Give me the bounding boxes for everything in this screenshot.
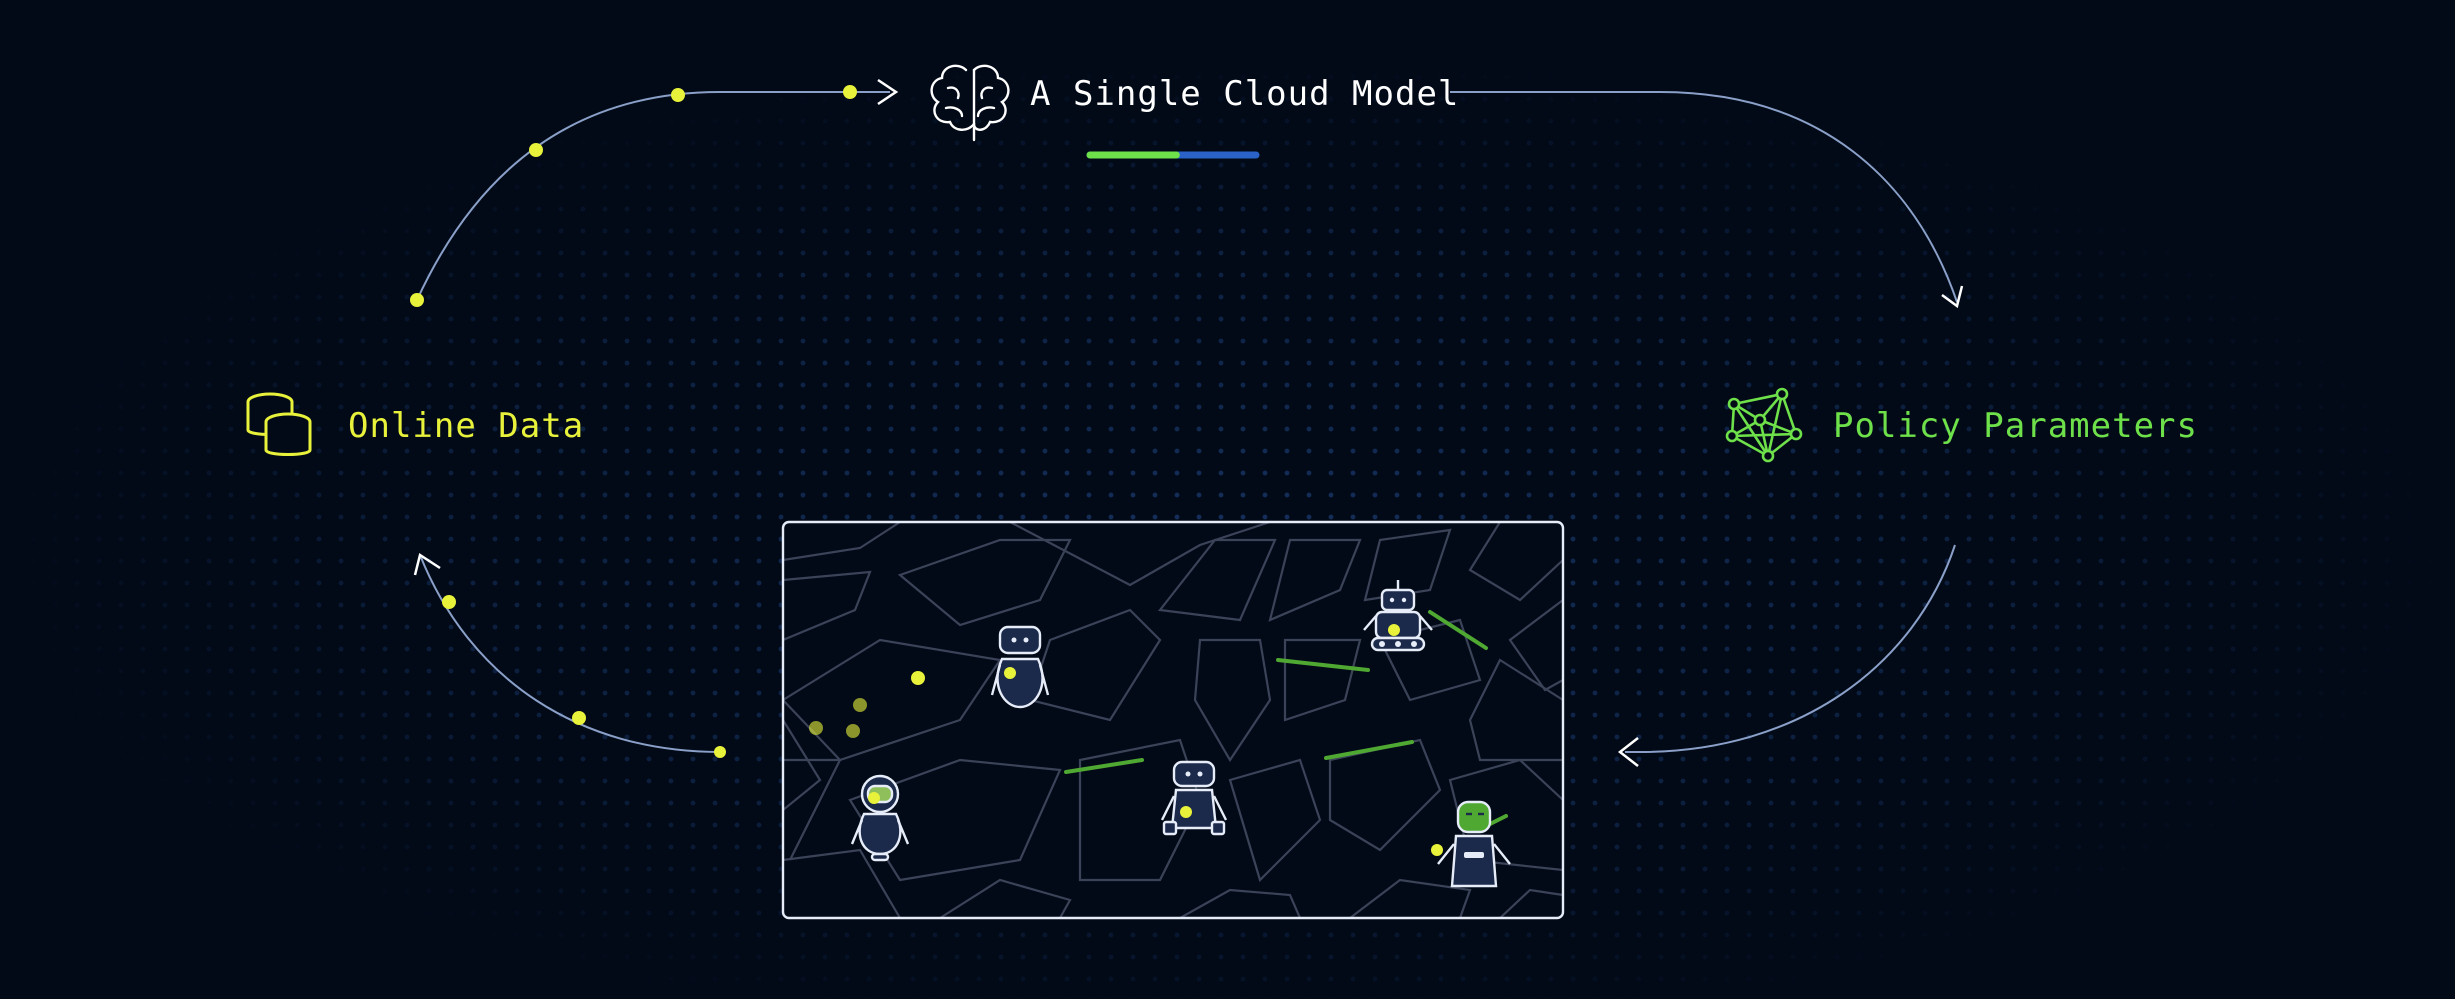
data-points-on-map bbox=[809, 671, 925, 738]
flow-dot bbox=[843, 85, 857, 99]
robot-fleet-map bbox=[781, 520, 1565, 920]
data-point bbox=[809, 721, 823, 735]
data-flow-dots-top bbox=[410, 85, 857, 307]
robot-icon bbox=[1431, 800, 1511, 888]
brain-icon bbox=[930, 64, 1010, 142]
robot-icon bbox=[990, 625, 1050, 709]
policy-parameters-label: Policy Parameters bbox=[1833, 406, 2198, 446]
robot-icon bbox=[1160, 760, 1228, 836]
database-icon bbox=[246, 392, 312, 456]
robot-path-trails bbox=[1064, 610, 1508, 826]
online-data-label: Online Data bbox=[348, 406, 585, 446]
network-graph-icon bbox=[1725, 387, 1803, 463]
flow-dot bbox=[442, 595, 456, 609]
arrow-cloud-to-policy bbox=[1450, 91, 1964, 309]
flow-dot bbox=[529, 143, 543, 157]
robot-icon bbox=[1363, 580, 1433, 652]
arrow-policy-to-fleet bbox=[1617, 544, 1956, 767]
data-point bbox=[911, 671, 925, 685]
city-map-roads bbox=[783, 522, 1563, 918]
flow-dot bbox=[410, 293, 424, 307]
data-flow-dots-bottom bbox=[442, 595, 726, 758]
robot-icon bbox=[850, 774, 910, 862]
flow-dot bbox=[572, 711, 586, 725]
data-point bbox=[853, 698, 867, 712]
data-point bbox=[846, 724, 860, 738]
flow-dot bbox=[714, 746, 726, 758]
cloud-model-title: A Single Cloud Model bbox=[1030, 74, 1460, 114]
flow-dot bbox=[671, 88, 685, 102]
